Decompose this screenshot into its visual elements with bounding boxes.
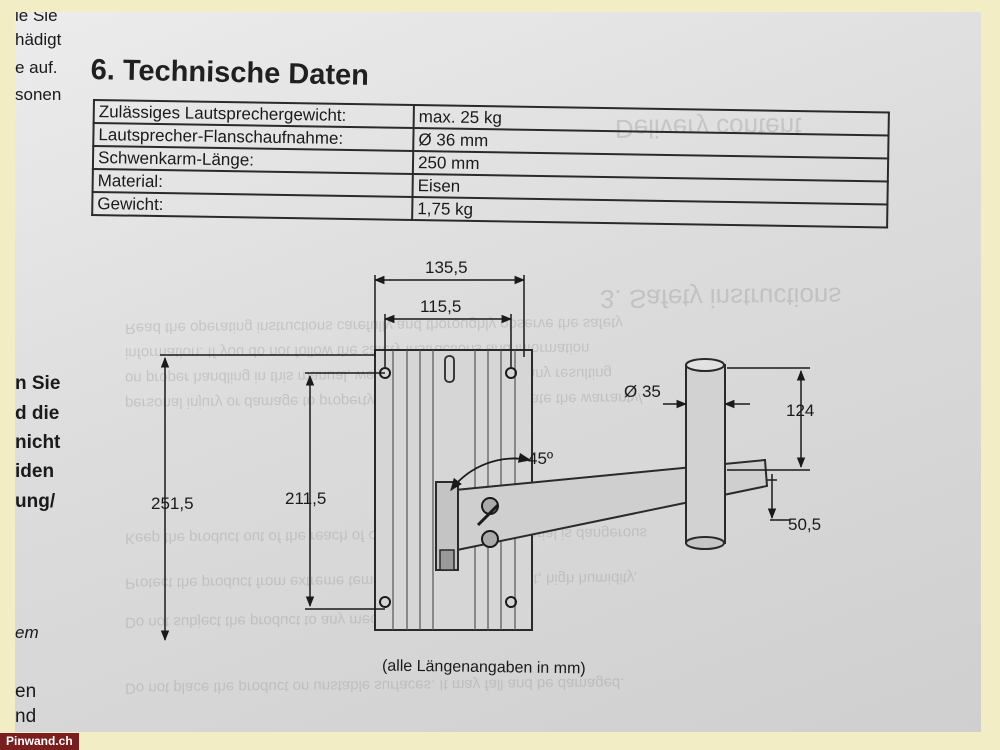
dim-pipe-length: 124 (786, 401, 815, 420)
dim-total-width: 135,5 (425, 258, 468, 277)
left-line: iden (15, 461, 55, 482)
angle-arc (450, 452, 532, 492)
left-line: nd (15, 706, 37, 727)
dim-hole-width: 115,5 (420, 297, 462, 316)
left-line: sonen (15, 85, 62, 104)
left-line: d die (15, 403, 60, 424)
left-line: ung/ (15, 491, 56, 512)
dimension-lines (160, 275, 810, 642)
bracket-drawing (160, 275, 810, 642)
left-line: n Sie (15, 373, 61, 394)
dim-total-height: 251,5 (151, 494, 194, 513)
left-line: en (15, 681, 37, 702)
left-line: hädigt (15, 30, 62, 49)
mounting-hole (505, 596, 517, 608)
mounting-hole (505, 367, 517, 379)
dim-pipe-diameter: Ø 35 (624, 382, 661, 401)
left-line: e auf. (15, 58, 58, 77)
watermark: Pinwand.ch (0, 733, 79, 750)
left-line: ie Sie (15, 12, 58, 25)
dim-hole-height: 211,5 (285, 489, 327, 508)
dim-offset: 50,5 (788, 515, 822, 534)
mounting-hole (379, 596, 391, 608)
left-line: em (15, 623, 39, 642)
speaker-pipe (685, 358, 726, 550)
photo: Delivery content 3. Safety instructions … (15, 12, 981, 732)
drawing-caption: (alle Längenangaben in mm) (381, 657, 586, 678)
dim-angle: 45º (528, 449, 554, 468)
left-line: nicht (15, 432, 61, 453)
